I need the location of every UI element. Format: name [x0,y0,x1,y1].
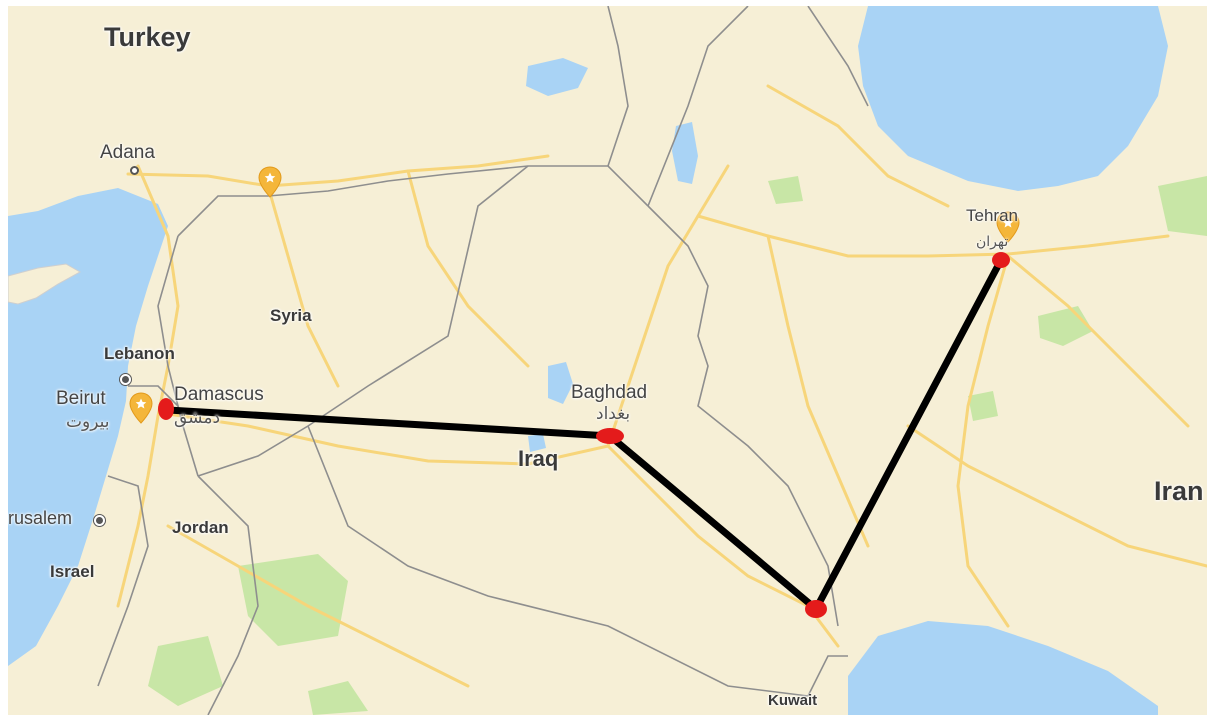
lake-habbaniyah [528,434,546,452]
label-tehran-ar: تهران [976,234,1009,250]
park-area [308,681,368,715]
label-kuwait: Kuwait [768,692,818,709]
route-stop-damascus[interactable] [158,398,174,420]
label-baghdad-ar: بغداد [596,404,631,424]
route-stop-baghdad[interactable] [596,428,624,444]
label-adana: Adana [100,142,155,163]
country-borders [97,6,869,715]
label-jordan: Jordan [172,518,229,537]
label-damascus-ar: دمشق [174,408,221,428]
label-iraq: Iraq [518,446,559,471]
pin-icon[interactable] [258,166,282,198]
label-tehran: Tehran [966,206,1018,225]
park-area [1158,176,1207,236]
map-canvas[interactable]: Turkey Syria Lebanon Iraq Iran Jordan Is… [8,6,1207,715]
label-baghdad: Baghdad [571,382,648,403]
park-area [968,391,998,421]
route-stop-tehran[interactable] [992,252,1010,268]
mediterranean-sea [8,188,168,666]
park-area [768,176,803,204]
label-jerusalem: rusalem [8,508,73,528]
label-lebanon: Lebanon [104,344,175,363]
label-beirut-ar: بيروت [66,412,110,432]
persian-gulf [848,621,1158,715]
cyprus-island [8,263,82,305]
pin-icon[interactable] [996,211,1020,243]
lake-tharthar [548,362,573,404]
lake-urmia [672,122,698,184]
label-damascus: Damascus [174,384,264,405]
pin-icon[interactable] [129,392,153,424]
route-stop-basra[interactable] [805,600,827,618]
label-syria: Syria [270,306,312,325]
caspian-sea [858,6,1168,191]
park-area [238,554,348,646]
lake-van [526,58,588,96]
label-beirut: Beirut [56,388,106,409]
label-israel: Israel [50,562,95,581]
city-dot-adana[interactable] [130,166,139,175]
label-turkey: Turkey [104,22,191,52]
capital-dot-jerusalem[interactable] [94,515,105,526]
label-iran: Iran [1154,476,1204,506]
capital-dot-beirut[interactable] [120,374,131,385]
map-base [8,6,1207,715]
park-area [148,636,223,706]
route-path [164,256,1005,613]
